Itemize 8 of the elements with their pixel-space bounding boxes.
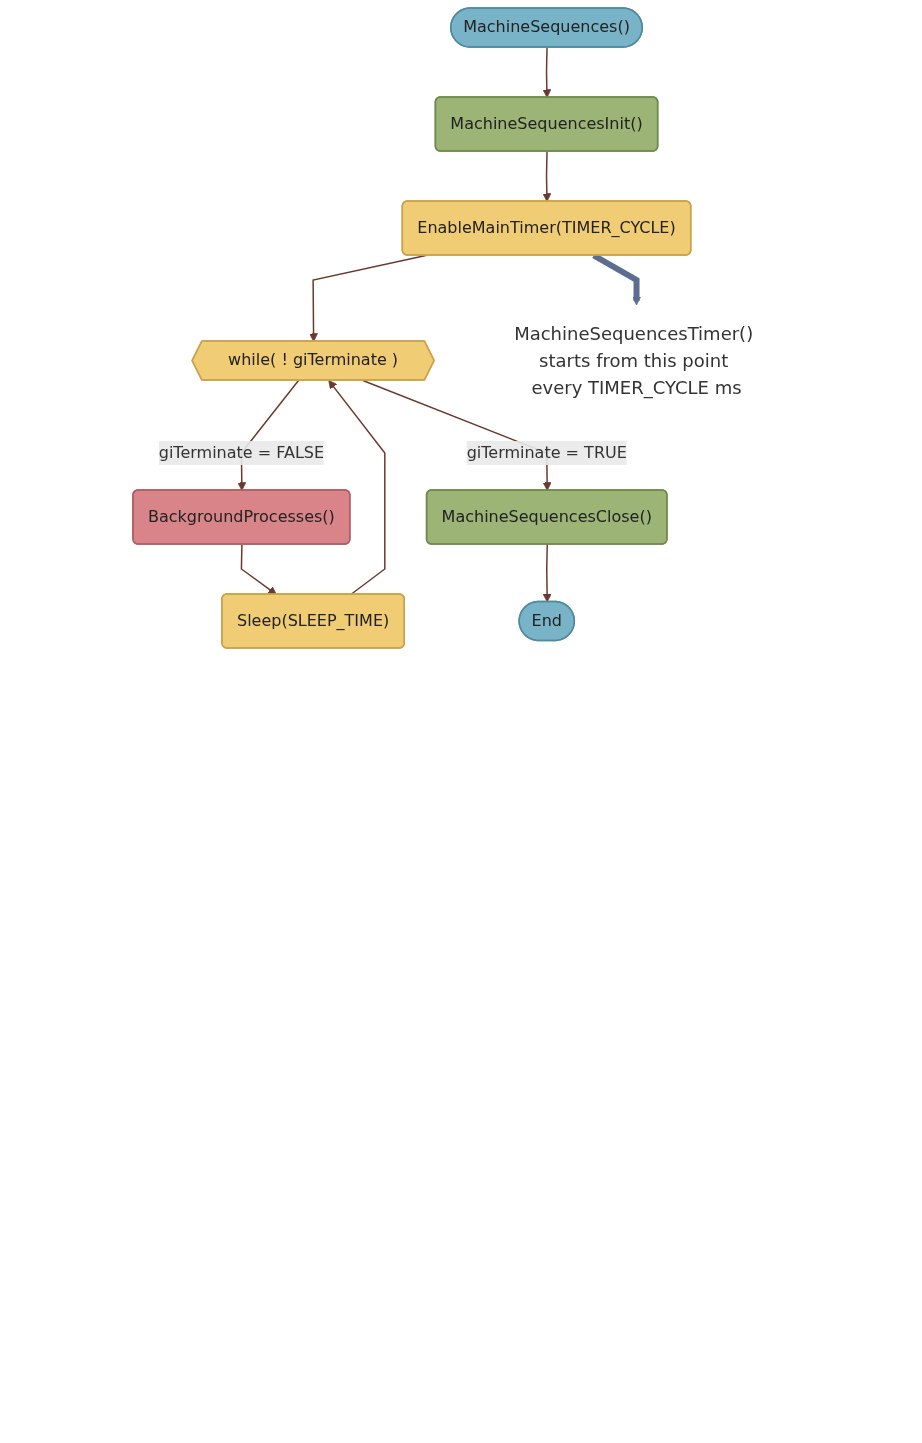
arrow xyxy=(542,543,552,603)
arrow xyxy=(542,46,552,98)
arrow xyxy=(240,543,277,595)
arrow xyxy=(309,254,427,342)
node-text: MachineSequencesTimer() starts from this point every TIMER_CYCLE ms xyxy=(514,322,754,398)
arrow xyxy=(542,150,552,202)
edge-label: giTerminate = TRUE xyxy=(466,442,627,462)
edge-label: giTerminate = FALSE xyxy=(158,442,325,462)
